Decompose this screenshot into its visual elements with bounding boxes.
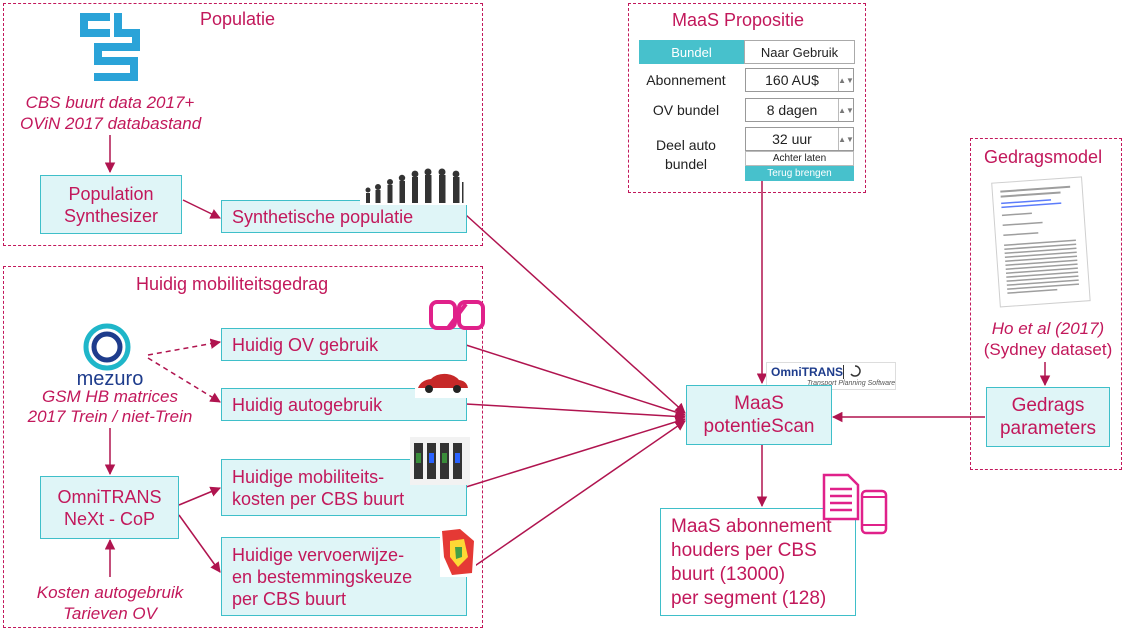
kosten-src-line1: Kosten autogebruik [36,583,184,602]
arrow-ov-to-scan [465,344,687,418]
synth-pop-label: Synthetische populatie [232,206,414,227]
smartphone-icon [860,489,888,535]
gedragsmodel-group [970,138,1122,470]
arrow-kosten-to-scan [465,416,687,488]
populatie-title: Populatie [200,9,276,29]
omnitrans-swirl-icon [850,365,861,377]
keuze-line2: en bestemmingskeuze [232,566,413,587]
kosten-line1: Huidige mobiliteits- [232,466,385,487]
omni-line1: OmniTRANS [57,486,162,507]
terug-brengen-button[interactable]: Terug brengen [745,166,854,181]
scan-line1: MaaS [734,393,784,414]
omni-line2: NeXt - CoP [63,508,156,529]
populatie-group [3,3,483,246]
arrow-mezuro-to-ov [147,338,222,356]
huidige-keuze-box: Huidige vervoerwijze- en bestemmingskeuz… [221,537,467,616]
gsm-line1: GSM HB matrices [41,387,179,406]
omnitrans-next-box: OmniTRANS NeXt - CoP [40,476,179,539]
deel-auto-label-line2: bundel [664,156,708,172]
keuze-line1: Huidige vervoerwijze- [232,544,405,565]
ho-reference-line1: Ho et al (2017) [991,319,1105,338]
arrow-pop-to-scan [465,214,686,414]
params-line1: Gedrags [1011,395,1085,416]
maas-potentiescan-box: MaaS potentieScan [686,385,832,445]
result-line4: per segment (128) [671,588,827,609]
kosten-src-line2: Tarieven OV [63,604,157,623]
heatmap-icon [440,527,476,577]
abonnement-value: 160 AU$ [765,72,819,88]
gsm-line2: 2017 Trein / niet-Trein [27,407,193,426]
fuel-pumps-icon [410,437,470,485]
arrow-auto-to-scan [465,403,687,422]
synthetische-populatie-box: Synthetische populatie [221,200,467,233]
mezuro-logo-icon [83,323,131,371]
omnitrans-logo: OmniTRANS Transport Planning Software [766,362,896,390]
ov-chipkaart-icon [429,300,485,330]
abonnement-label: Abonnement [646,72,726,88]
abonnement-stepper[interactable]: 160 AU$ ▲▼ [745,68,854,92]
deel-auto-label-line1: Deel auto [656,137,716,153]
stepper-arrows-icon[interactable]: ▲▼ [838,69,854,91]
propositie-title: MaaS Propositie [672,10,805,30]
cbs-source-line2: OViN 2017 databastand [20,114,202,133]
huidig-title: Huidig mobiliteitsgedrag [136,274,329,294]
tab-bundel[interactable]: Bundel [639,40,744,64]
cbs-logo-icon [80,13,140,81]
paper-document-icon [991,176,1091,308]
tab-naar-gebruik[interactable]: Naar Gebruik [744,40,855,64]
keuze-line3: per CBS buurt [232,588,347,609]
result-line3: buurt (13000) [671,564,786,585]
arrow-omni-to-keuze [178,514,221,573]
synth-line1: Population [68,183,154,204]
cbs-source-line1: CBS buurt data 2017+ [25,93,195,112]
stepper-arrows-icon[interactable]: ▲▼ [838,99,854,121]
red-car-icon [415,370,470,398]
ho-reference-line2: (Sydney dataset) [983,340,1113,359]
ov-bundel-value: 8 dagen [766,102,818,118]
population-synthesizer-box: Population Synthesizer [40,175,182,234]
scan-line2: potentieScan [703,416,815,437]
ov-gebruik-label: Huidig OV gebruik [232,334,379,355]
params-line2: parameters [999,418,1097,439]
evolution-silhouettes-icon [360,160,470,205]
maas-result-box: MaaS abonnement houders per CBS buurt (1… [660,508,856,616]
omnitrans-divider [843,365,844,379]
ov-bundel-stepper[interactable]: 8 dagen ▲▼ [745,98,854,122]
synth-line2: Synthesizer [63,205,159,226]
huidig-ov-box: Huidig OV gebruik [221,328,467,361]
omnitrans-subtitle: Transport Planning Software [807,380,896,387]
huidig-group [3,266,483,628]
document-icon [822,473,860,521]
deel-auto-stepper[interactable]: 32 uur ▲▼ [745,127,854,151]
stepper-arrows-icon[interactable]: ▲▼ [838,128,854,150]
arrow-synth-to-pop [182,199,221,219]
achter-laten-button[interactable]: Achter laten [745,151,854,166]
ov-bundel-label: OV bundel [652,102,720,118]
kosten-line2: kosten per CBS buurt [232,488,405,509]
arrow-keuze-to-scan [465,420,686,573]
omnitrans-wordmark: OmniTRANS [771,365,843,379]
arrow-omni-to-kosten [178,486,221,506]
mezuro-wordmark: mezuro [76,368,144,390]
propositie-group [628,3,866,193]
result-line1: MaaS abonnement [671,516,832,537]
result-line2: houders per CBS [671,540,817,561]
gedragsmodel-title: Gedragsmodel [984,147,1103,167]
autogebruik-label: Huidig autogebruik [232,394,383,415]
deel-auto-value: 32 uur [772,131,812,147]
gedrags-parameters-box: Gedrags parameters [986,387,1110,447]
